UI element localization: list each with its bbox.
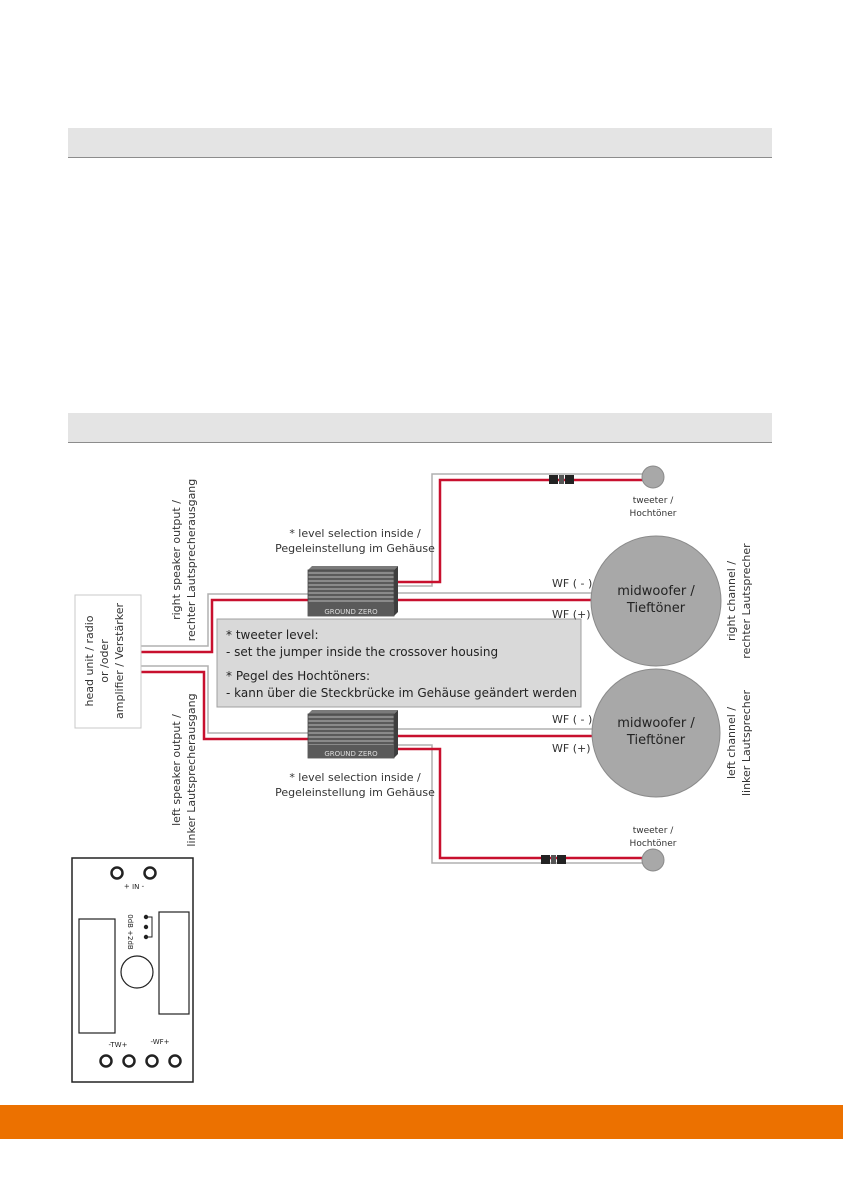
svg-text:Tieftöner: Tieftöner [626,733,686,748]
input-terminal-plus [143,866,157,880]
wire-head-left-neg [140,665,308,734]
svg-text:midwoofer /: midwoofer / [617,716,695,731]
footer-accent-bar [0,1105,843,1139]
svg-text:right speaker output /: right speaker output / [170,500,183,620]
svg-text:left speaker output /: left speaker output / [170,714,183,826]
board-round-component [120,955,154,989]
svg-text:rechter Lautsprecherausgang: rechter Lautsprecherausgang [185,479,198,642]
crossover-brand-top: GROUND ZERO [324,608,378,616]
section-header-bar-1 [68,128,772,158]
tweeter-left: tweeter / Hochtöner [630,826,677,872]
tweeter-level-note: * tweeter level: - set the jumper inside… [216,618,582,708]
input-terminal-minus [110,866,124,880]
wire-right-tw-neg [394,473,645,587]
wf-plus-label-top: WF (+) [552,608,591,621]
svg-text:* level selection inside /: * level selection inside / [289,771,421,784]
midwoofer-right: midwoofer / Tieftöner [590,535,722,667]
svg-text:* level selection inside /: * level selection inside / [289,527,421,540]
crossover-top: GROUND ZERO [307,566,398,617]
level-jumper [143,914,153,940]
svg-text:Pegeleinstellung im Gehäuse: Pegeleinstellung im Gehäuse [275,542,435,555]
note-line-4: - kann über die Steckbrücke im Gehäuse g… [226,686,577,700]
wire-head-left-pos [140,670,308,741]
svg-text:Tieftöner: Tieftöner [626,601,686,616]
svg-text:Hochtöner: Hochtöner [630,839,677,849]
svg-text:midwoofer /: midwoofer / [617,584,695,599]
note-line-2: - set the jumper inside the crossover ho… [226,645,498,659]
wire-left-tw-neg [394,744,645,864]
note-line-3: * Pegel des Hochtöners: [226,669,370,683]
board-capacitor-right [158,911,190,1015]
svg-text:left channel /: left channel / [725,707,738,779]
head-unit-line-3: amplifier / Verstärker [113,603,126,719]
wire-head-right-pos [140,598,308,654]
level-selection-label-top: * level selection inside / Pegeleinstell… [275,527,435,555]
section-header-bar-2 [68,413,772,443]
wf-terminal-minus [145,1054,159,1068]
crossover-brand-bottom: GROUND ZERO [324,750,378,758]
svg-text:right channel /: right channel / [725,561,738,641]
wf-minus-label-top: WF ( - ) [552,577,592,590]
head-unit-box: head unit / radio or /oder amplifier / V… [74,594,142,729]
tweeter-right: tweeter / Hochtöner [630,465,677,519]
svg-text:tweeter /: tweeter / [633,496,675,506]
wf-terminal-plus [168,1054,182,1068]
wire-right-tw-pos [394,478,645,584]
tw-terminal-plus [122,1054,136,1068]
tw-terminal-minus [99,1054,113,1068]
left-output-label: left speaker output / linker Lautspreche… [170,693,198,846]
svg-text:linker Lautsprecherausgang: linker Lautsprecherausgang [185,693,198,846]
board-wf-label: -WF+ [150,1038,169,1046]
svg-text:rechter Lautsprecher: rechter Lautsprecher [740,543,753,659]
midwoofer-left: midwoofer / Tieftöner [591,668,721,798]
crossover-bottom: GROUND ZERO [307,710,398,759]
svg-text:tweeter /: tweeter / [633,826,675,836]
wf-plus-label-bottom: WF (+) [552,742,591,755]
right-output-label: right speaker output / rechter Lautsprec… [170,479,198,642]
head-unit-line-1: head unit / radio [83,615,96,706]
board-in-label: - NI + [124,882,144,890]
head-unit-line-2: or /oder [98,639,111,683]
wires [140,473,645,864]
board-coil-left [78,918,116,1034]
svg-text:linker Lautsprecher: linker Lautsprecher [740,689,753,796]
svg-text:Hochtöner: Hochtöner [630,509,677,519]
wire-connector-top [549,475,574,484]
board-tw-label: -TW+ [109,1041,128,1049]
wire-connector-bottom [541,855,566,864]
left-channel-label: left channel / linker Lautsprecher [725,689,753,796]
svg-text:Pegeleinstellung im Gehäuse: Pegeleinstellung im Gehäuse [275,786,435,799]
right-channel-label: right channel / rechter Lautsprecher [725,543,753,659]
crossover-board: - NI + 0dB +2dB -TW+ -WF+ [71,857,194,1083]
wf-minus-label-bottom: WF ( - ) [552,713,592,726]
board-db-label: 0dB +2dB [126,914,134,950]
wire-head-right-neg [140,593,308,647]
level-selection-label-bottom: * level selection inside / Pegeleinstell… [275,771,435,799]
note-line-1: * tweeter level: [226,628,319,642]
